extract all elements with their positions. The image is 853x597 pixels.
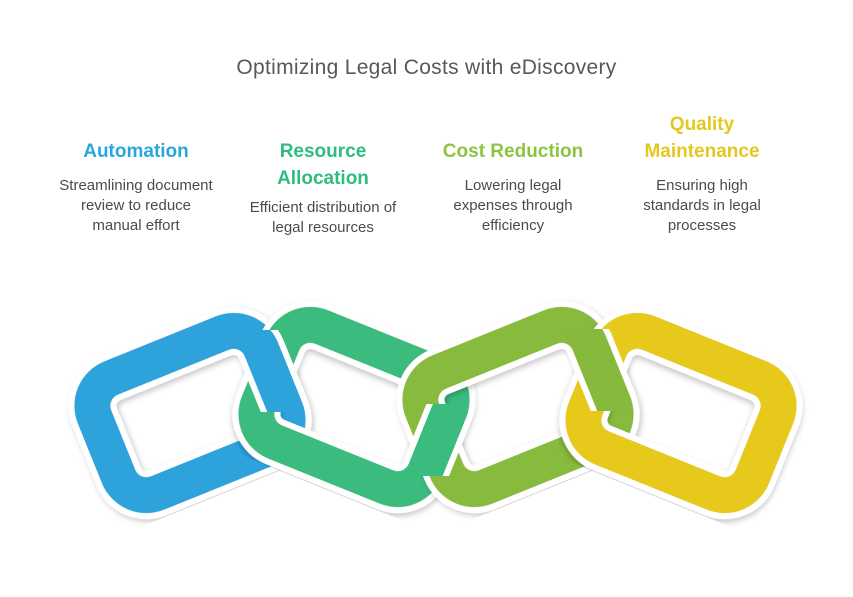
column-heading: Automation — [43, 138, 229, 165]
column-heading: Resource Allocation — [230, 138, 416, 192]
chain-weave-overlap — [404, 404, 468, 476]
page-title: Optimizing Legal Costs with eDiscovery — [236, 56, 617, 79]
chain-link-automation — [240, 330, 304, 412]
chain-weave-overlap — [240, 330, 304, 412]
column-heading-text: Cost Reduction — [442, 141, 584, 162]
column-description: Streamlining document review to reduce m… — [59, 177, 213, 234]
column-cost-reduction: Cost Reduction Lowering legal expenses t… — [420, 138, 606, 236]
chain-link-resource-allocation — [404, 404, 468, 476]
column-description: Lowering legal expenses through efficien… — [453, 177, 573, 234]
column-automation: Automation Streamlining document review … — [43, 138, 229, 236]
column-quality-maintenance: Quality Maintenance Ensuring high standa… — [609, 111, 795, 236]
chain-link-cost-reduction — [567, 329, 631, 411]
column-heading-text: Quality Maintenance — [644, 114, 760, 162]
column-heading-text: Resource Allocation — [277, 141, 369, 189]
column-heading-text: Automation — [83, 141, 189, 162]
column-resource-allocation: Resource Allocation Efficient distributi… — [230, 138, 416, 238]
column-description: Ensuring high standards in legal process… — [643, 177, 761, 234]
column-description: Efficient distribution of legal resource… — [249, 199, 397, 236]
column-heading: Cost Reduction — [420, 138, 606, 165]
chain-weave-overlap — [567, 329, 631, 411]
column-heading: Quality Maintenance — [609, 111, 795, 165]
